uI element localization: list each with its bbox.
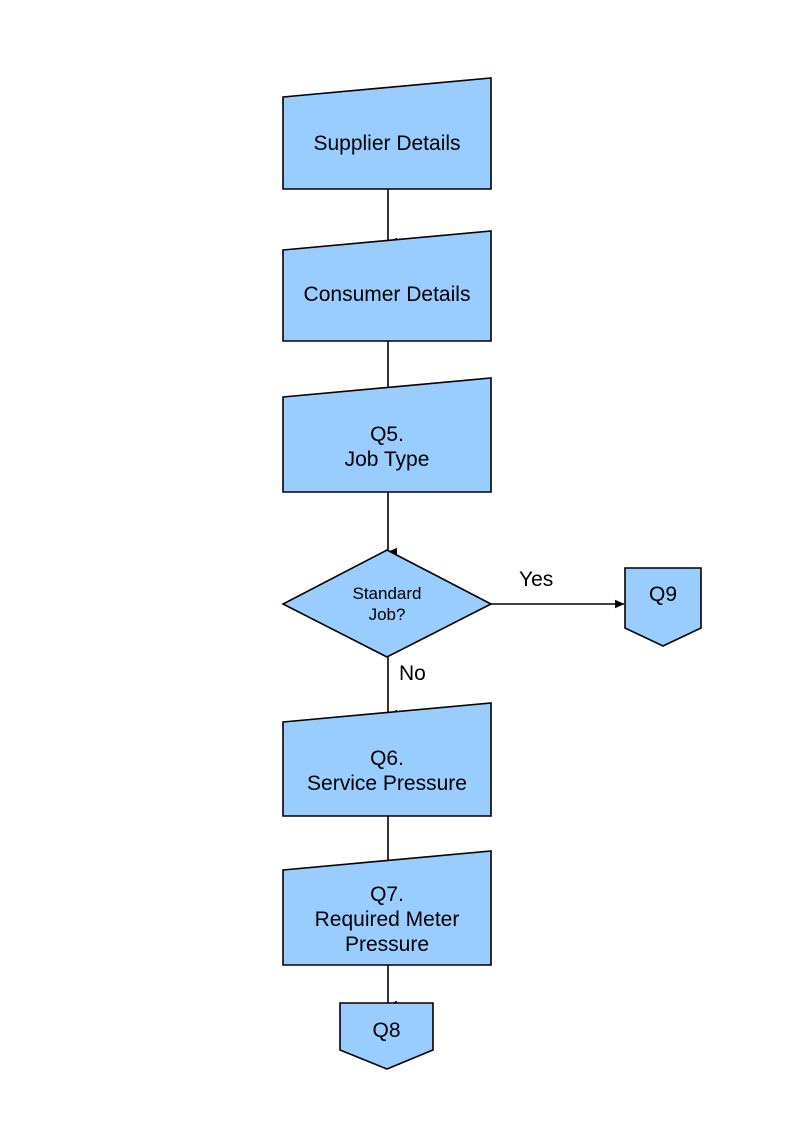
node-q7-required-meter-pressure[interactable]: [282, 850, 492, 966]
node-q6-service-pressure[interactable]: [282, 702, 492, 817]
connector-group: [387, 189, 625, 1010]
node-q8[interactable]: [339, 1002, 434, 1070]
edge-label-yes: Yes: [519, 568, 554, 591]
node-consumer-details[interactable]: [282, 230, 492, 342]
node-q5-job-type[interactable]: [282, 377, 492, 493]
node-supplier-details[interactable]: [282, 77, 492, 190]
node-q9[interactable]: [624, 567, 702, 647]
edge-label-no: No: [399, 662, 426, 685]
node-standard-job-decision[interactable]: [281, 549, 493, 658]
